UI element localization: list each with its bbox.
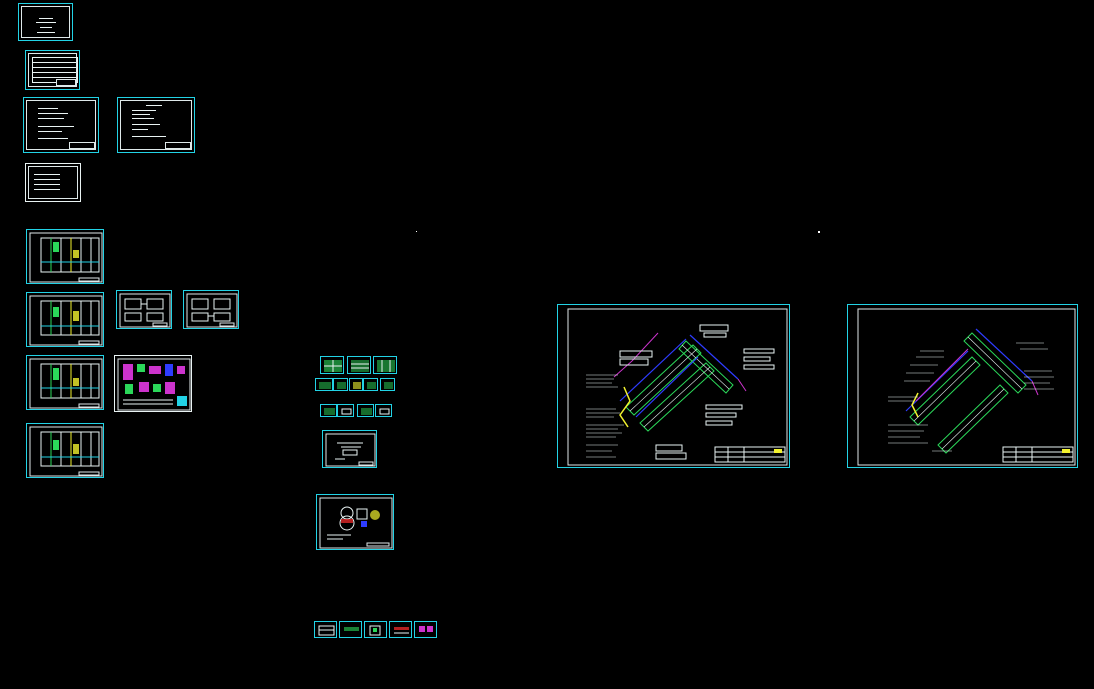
text-line bbox=[132, 110, 156, 111]
title-line bbox=[37, 32, 55, 33]
title-line bbox=[36, 22, 56, 23]
mini-sheet-10[interactable] bbox=[337, 404, 354, 417]
section-drawing bbox=[325, 433, 376, 467]
section-sheet[interactable] bbox=[322, 430, 377, 468]
sheet-frame bbox=[26, 100, 96, 150]
text-line bbox=[132, 124, 160, 125]
elevation-drawing bbox=[29, 295, 103, 346]
elevation-sheet-4[interactable] bbox=[26, 423, 104, 478]
mini-drawing bbox=[341, 408, 352, 415]
schematic-drawing bbox=[117, 358, 191, 411]
detail-drawing bbox=[186, 293, 238, 328]
bottom-sheet-1[interactable] bbox=[314, 621, 337, 638]
mini-drawing bbox=[318, 625, 335, 636]
text-line bbox=[38, 138, 68, 139]
crosshair-dot-icon bbox=[416, 231, 417, 232]
mini-sheet-8[interactable] bbox=[380, 378, 395, 391]
mini-drawing bbox=[353, 382, 361, 389]
mini-drawing bbox=[337, 382, 346, 389]
index-sheet[interactable] bbox=[25, 50, 80, 90]
mini-drawing bbox=[394, 627, 409, 634]
mini-drawing bbox=[324, 408, 335, 415]
table-row bbox=[34, 189, 60, 190]
equipment-drawing bbox=[319, 497, 393, 549]
site-plan-sheet-2[interactable] bbox=[847, 304, 1078, 468]
notes-sheet-2[interactable] bbox=[117, 97, 195, 153]
mini-sheet-1[interactable] bbox=[320, 356, 344, 374]
text-line bbox=[38, 131, 62, 132]
elevation-drawing bbox=[29, 358, 103, 409]
table-row bbox=[34, 174, 60, 175]
equipment-sheet[interactable] bbox=[316, 494, 394, 550]
elevation-sheet-2[interactable] bbox=[26, 292, 104, 347]
mini-sheet-2[interactable] bbox=[347, 356, 371, 374]
mini-sheet-6[interactable] bbox=[349, 378, 363, 391]
mini-drawing bbox=[367, 382, 376, 389]
index-table bbox=[32, 57, 78, 83]
mini-drawing bbox=[379, 408, 390, 415]
mini-drawing bbox=[344, 627, 359, 631]
table-row bbox=[34, 184, 60, 185]
mini-drawing bbox=[377, 360, 395, 372]
mini-drawing bbox=[351, 360, 369, 372]
mini-sheet-11[interactable] bbox=[357, 404, 374, 417]
text-line bbox=[132, 114, 150, 115]
mini-sheet-3[interactable] bbox=[373, 356, 397, 374]
title-block bbox=[69, 142, 95, 149]
mini-sheet-9[interactable] bbox=[320, 404, 337, 417]
table-row bbox=[32, 62, 76, 63]
elevation-sheet-3[interactable] bbox=[26, 355, 104, 410]
bottom-sheet-3[interactable] bbox=[364, 621, 387, 638]
sheet-frame bbox=[28, 53, 77, 87]
mini-sheet-4[interactable] bbox=[315, 378, 333, 391]
table-row bbox=[32, 72, 76, 73]
table-row bbox=[32, 77, 76, 78]
cover-sheet[interactable] bbox=[18, 3, 73, 41]
site-plan-drawing bbox=[567, 308, 788, 466]
detail-drawing bbox=[119, 293, 171, 328]
sheet-frame bbox=[120, 100, 192, 150]
title-block bbox=[56, 79, 76, 86]
mini-drawing bbox=[324, 360, 342, 372]
sheet-frame bbox=[21, 6, 70, 38]
elevation-drawing bbox=[29, 232, 103, 283]
site-plan-sheet-1[interactable] bbox=[557, 304, 790, 468]
text-line bbox=[146, 105, 162, 106]
schedule-sheet[interactable] bbox=[25, 163, 81, 202]
site-plan-drawing bbox=[857, 308, 1076, 466]
title-line bbox=[39, 18, 53, 19]
mini-drawing bbox=[369, 625, 381, 636]
bottom-sheet-2[interactable] bbox=[339, 621, 362, 638]
title-block bbox=[165, 142, 191, 149]
mini-drawing bbox=[419, 626, 433, 632]
detail-sheet-b[interactable] bbox=[183, 290, 239, 329]
mini-drawing bbox=[384, 382, 393, 389]
elevation-drawing bbox=[29, 426, 103, 477]
notes-sheet-1[interactable] bbox=[23, 97, 99, 153]
mini-sheet-7[interactable] bbox=[363, 378, 378, 391]
bottom-sheet-5[interactable] bbox=[414, 621, 437, 638]
table-row bbox=[34, 179, 60, 180]
text-line bbox=[38, 113, 68, 114]
text-line bbox=[132, 136, 166, 137]
table-row bbox=[32, 67, 76, 68]
crosshair-dot-icon bbox=[818, 231, 820, 233]
mini-drawing bbox=[319, 382, 331, 389]
detail-sheet-a[interactable] bbox=[116, 290, 172, 329]
sheet-frame bbox=[28, 166, 78, 199]
elevation-sheet-1[interactable] bbox=[26, 229, 104, 284]
mini-sheet-5[interactable] bbox=[333, 378, 348, 391]
text-line bbox=[132, 118, 154, 119]
bottom-sheet-4[interactable] bbox=[389, 621, 412, 638]
title-line bbox=[40, 27, 52, 28]
text-line bbox=[38, 108, 58, 109]
text-line bbox=[38, 126, 74, 127]
mini-drawing bbox=[361, 408, 372, 415]
schematic-sheet[interactable] bbox=[114, 355, 192, 412]
mini-sheet-12[interactable] bbox=[375, 404, 392, 417]
text-line bbox=[132, 129, 148, 130]
text-line bbox=[38, 118, 64, 119]
